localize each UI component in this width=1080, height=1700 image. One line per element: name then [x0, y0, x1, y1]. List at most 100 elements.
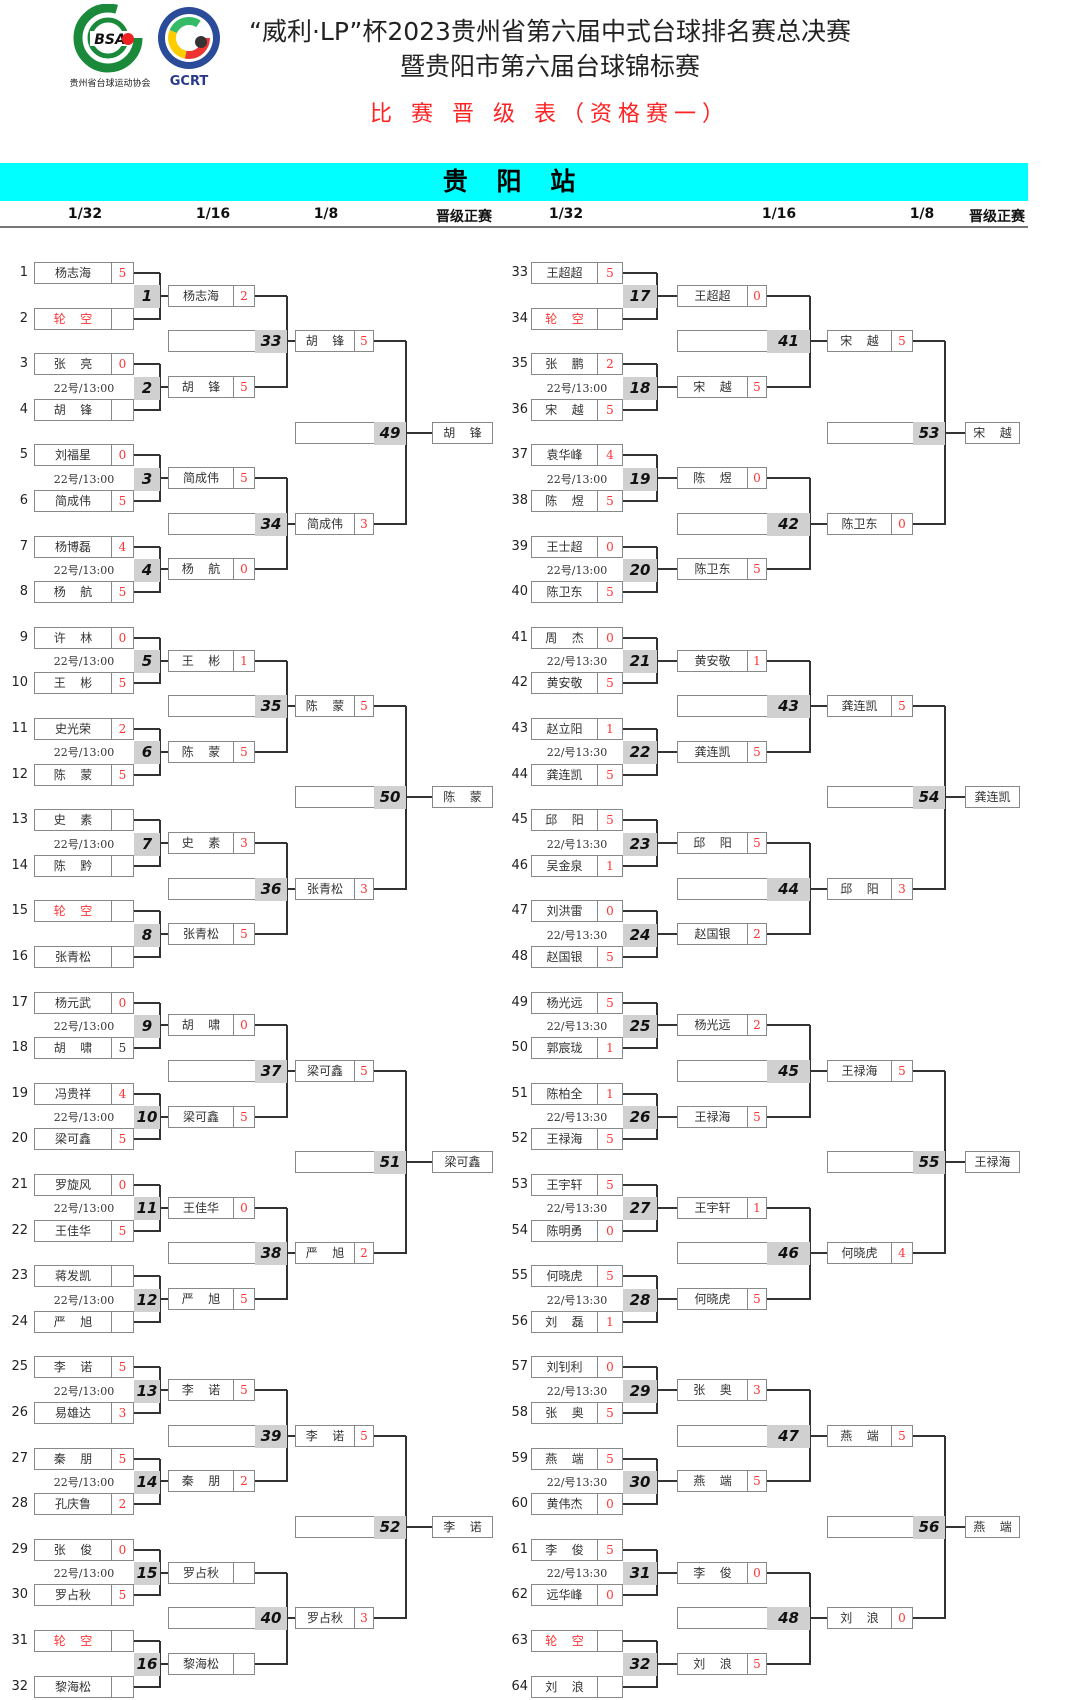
seed-number: 60: [511, 1496, 528, 1512]
bracket-connector-line: [623, 272, 657, 274]
r2-player-score: 5: [747, 376, 767, 398]
qualified-player: 陈 蒙: [432, 786, 493, 809]
r3-player-name: 严 旭: [295, 1242, 355, 1265]
bracket-connector-line: [134, 956, 160, 958]
r1-player-score: 5: [597, 763, 623, 786]
r3-player-score: 5: [891, 1424, 913, 1447]
bracket-connector-line: [134, 1594, 160, 1597]
seed-number: 58: [511, 1405, 528, 1420]
bracket-connector-line: [913, 1070, 945, 1072]
r2-player-score: 5: [233, 740, 255, 763]
r1-player-name: 杨 航: [34, 581, 112, 604]
bracket-connector-line: [767, 659, 810, 662]
seed-number: 12: [11, 766, 28, 782]
r1-player-name: 黄安敬: [531, 672, 598, 695]
r1-player-name: 秦 朋: [34, 1447, 112, 1470]
match-time: 22号/13:00: [53, 1202, 115, 1216]
seed-number: 49: [511, 994, 528, 1010]
r2-player-name: 何晓虎: [677, 1288, 748, 1310]
r2-player-name: 胡 锋: [168, 376, 234, 398]
r3-player-name: 邱 阳: [827, 877, 892, 900]
empty-slot-box: [168, 695, 256, 718]
r1-player-score: 5: [111, 490, 134, 512]
seed-number: 41: [511, 629, 528, 645]
r1-player-score: [597, 1630, 623, 1652]
bracket-connector-line: [160, 1298, 168, 1300]
seed-number: 37: [511, 447, 528, 463]
r3-player-name: 何晓虎: [827, 1242, 892, 1265]
bracket-connector-line: [134, 363, 160, 366]
r1-player-name: 李 俊: [531, 1538, 598, 1561]
r1-player-score: [111, 946, 134, 968]
seed-number: 22: [11, 1222, 28, 1238]
r3-player-name: 张青松: [295, 877, 355, 900]
r2-player-name: 杨 航: [168, 558, 234, 581]
bracket-connector-line: [160, 1389, 168, 1392]
seed-number: 27: [11, 1450, 28, 1466]
match-number: 39: [255, 1424, 287, 1448]
r1-player-score: 2: [111, 1493, 134, 1516]
r2-player-name: 简成伟: [168, 467, 234, 490]
bracket-connector-line: [945, 1161, 965, 1164]
r1-player-name: 刘钊利: [531, 1356, 598, 1379]
r2-player-score: 5: [233, 467, 255, 490]
bracket-connector-line: [945, 1526, 965, 1528]
match-time: 22号/13:00: [53, 1384, 115, 1398]
r1-player-score: 5: [597, 991, 623, 1014]
seed-number: 33: [511, 265, 528, 280]
bracket-connector-line: [767, 1298, 810, 1300]
match-number: 18: [623, 376, 657, 400]
bracket-connector-line: [134, 819, 160, 822]
r1-player-score: 2: [111, 718, 134, 740]
bracket-connector-line: [255, 1298, 287, 1300]
seed-number: 28: [11, 1496, 28, 1512]
r3-player-score: 4: [891, 1242, 913, 1265]
bracket-connector-line: [623, 1001, 657, 1004]
r3-player-score: 0: [891, 512, 913, 535]
r1-player-name: 袁华峰: [531, 444, 598, 467]
seed-number: 6: [19, 493, 28, 508]
r2-player-score: 5: [747, 1470, 767, 1493]
r2-player-score: 3: [747, 1379, 767, 1402]
r1-player-name: 罗占秋: [34, 1584, 112, 1607]
seed-number: 45: [511, 812, 528, 828]
r1-player-name: 蒋发凯: [34, 1265, 112, 1288]
r1-player-name: 孔庆鲁: [34, 1493, 112, 1516]
qualified-player: 李 诺: [432, 1516, 493, 1538]
col-header-1-8-right: 1/8: [909, 206, 935, 222]
bracket-connector-line: [810, 1617, 827, 1620]
station-banner: 贵 阳 站: [0, 163, 1028, 201]
bracket-connector-line: [134, 1685, 160, 1688]
bracket-connector-line: [657, 386, 677, 388]
r3-player-score: 5: [354, 695, 374, 718]
seed-number: 32: [11, 1678, 28, 1694]
bracket-connector-line: [623, 728, 657, 730]
r1-player-name: 邱 阳: [531, 809, 598, 832]
seed-number: 30: [11, 1587, 28, 1603]
r1-player-score: 5: [111, 763, 134, 786]
r1-player-name: 轮 空: [531, 1630, 598, 1652]
match-number: 26: [623, 1106, 657, 1130]
match-number: 25: [623, 1014, 657, 1038]
r1-player-score: 5: [597, 490, 623, 512]
seed-number: 51: [511, 1085, 528, 1101]
bracket-connector-line: [406, 1161, 432, 1164]
empty-slot-box: [168, 1242, 256, 1265]
r1-player-score: 4: [111, 1082, 134, 1105]
r1-player-name: 何晓虎: [531, 1265, 598, 1288]
r1-player-name: 张 俊: [34, 1538, 112, 1561]
title-line-1: “威利·LP”杯2023贵州省第六届中式台球排名赛总决赛: [249, 17, 851, 46]
bracket-connector-line: [913, 1434, 945, 1437]
r1-player-score: [111, 809, 134, 832]
r1-player-score: 0: [597, 535, 623, 558]
bracket-connector-line: [134, 1138, 160, 1141]
match-time: 22号/13:00: [53, 563, 115, 577]
bracket-connector-line: [374, 1617, 406, 1620]
bracket-connector-line: [134, 1092, 160, 1095]
r1-player-name: 轮 空: [34, 307, 112, 330]
match-number: 13: [134, 1379, 160, 1403]
seed-number: 63: [511, 1633, 528, 1648]
bracket-connector-line: [623, 1047, 657, 1050]
empty-slot-box: [168, 1060, 256, 1082]
seed-number: 61: [511, 1541, 528, 1557]
